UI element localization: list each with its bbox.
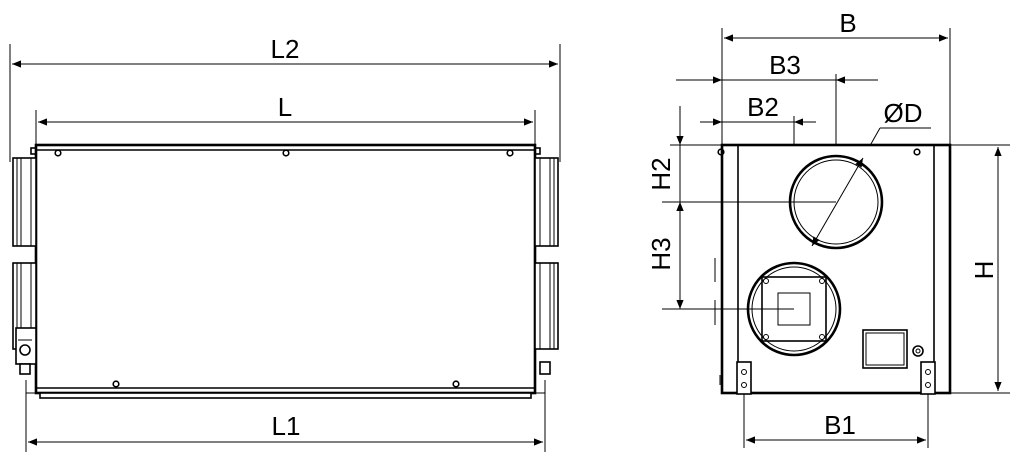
screw-head — [913, 148, 921, 156]
control-box — [862, 329, 924, 369]
label-l: L — [278, 92, 292, 122]
dimension-b1: B1 — [743, 394, 929, 448]
left-duct-spigots — [12, 157, 37, 375]
label-h3: H3 — [646, 237, 676, 270]
right-duct-spigots — [534, 157, 559, 375]
screw-head — [112, 380, 120, 388]
label-b1: B1 — [824, 410, 856, 440]
label-l2: L2 — [271, 34, 300, 64]
dimension-b3: B3 — [676, 50, 878, 226]
label-h: H — [969, 261, 999, 280]
dimension-b: B — [721, 8, 951, 145]
front-view: L2 L — [9, 34, 561, 452]
dimension-l2: L2 — [9, 34, 561, 162]
label-h2: H2 — [646, 157, 676, 190]
screw-head — [506, 149, 514, 157]
dimension-l1: L1 — [25, 380, 546, 452]
dimension-l: L — [35, 92, 536, 150]
label-diameter: ØD — [884, 98, 923, 128]
diameter-callout: ØD — [862, 98, 931, 159]
mounting-feet — [736, 361, 936, 395]
label-b: B — [839, 8, 856, 38]
screw-head — [717, 148, 725, 156]
side-view: B B3 B2 ØD — [646, 8, 1010, 448]
screw-head — [54, 149, 62, 157]
cable-gland — [19, 344, 31, 356]
label-b2: B2 — [747, 92, 779, 122]
label-b3: B3 — [769, 50, 801, 80]
unit-housing-front — [26, 143, 545, 399]
dimension-h3: H3 — [646, 202, 794, 310]
screw-head — [452, 380, 460, 388]
label-l1: L1 — [272, 411, 301, 441]
dimension-h: H — [950, 144, 1010, 394]
dimension-h2: H2 — [646, 106, 836, 236]
screw-head — [282, 149, 290, 157]
